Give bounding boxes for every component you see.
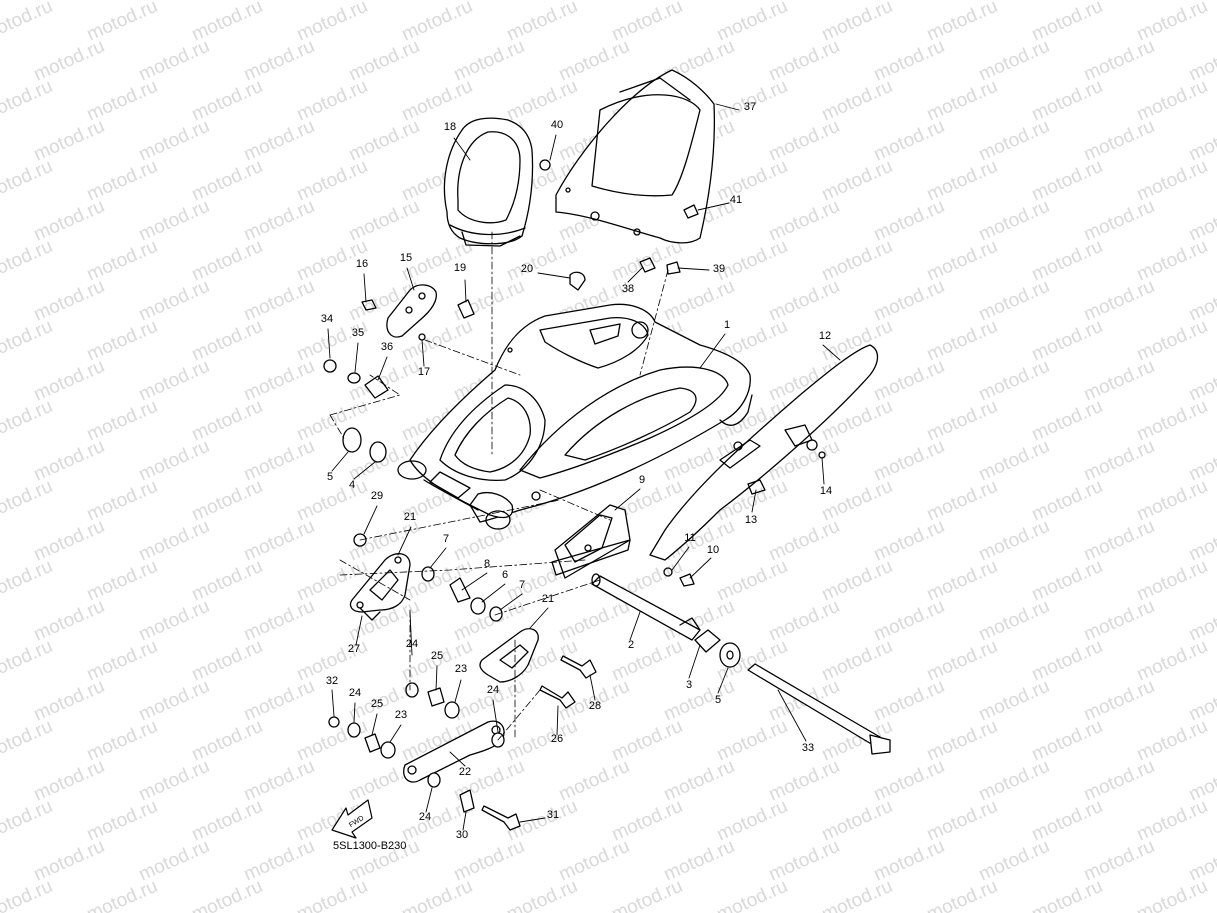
callout-24: 24 [487, 684, 499, 696]
callout-36: 36 [381, 341, 393, 353]
callout-5: 5 [327, 471, 333, 483]
callout-32: 32 [326, 675, 338, 687]
bolts [481, 655, 597, 831]
link-arm [403, 720, 505, 783]
callout-27: 27 [348, 643, 360, 655]
bushings [328, 682, 505, 813]
bracket-plate [386, 284, 438, 338]
callout-9: 9 [639, 474, 645, 486]
callout-11: 11 [684, 532, 695, 544]
callout-24: 24 [349, 687, 361, 699]
fwd-arrow-icon [331, 799, 373, 839]
callout-7: 7 [519, 579, 525, 591]
callout-40: 40 [551, 119, 563, 131]
callout-7: 7 [443, 533, 449, 545]
callout-8: 8 [484, 558, 490, 570]
callout-31: 31 [547, 809, 559, 821]
callout-16: 16 [356, 258, 368, 270]
callout-10: 10 [707, 544, 719, 556]
leader-lines [327, 103, 841, 831]
callout-28: 28 [589, 700, 601, 712]
chain-slider [551, 504, 631, 579]
callout-1: 1 [724, 319, 730, 331]
callout-19: 19 [454, 262, 466, 274]
callout-39: 39 [713, 263, 725, 275]
relay-plates [349, 553, 539, 683]
callout-38: 38 [622, 283, 634, 295]
callout-15: 15 [400, 252, 412, 264]
bearing-and-seal [694, 629, 741, 668]
callout-26: 26 [551, 733, 563, 745]
callout-4: 4 [349, 479, 355, 491]
callout-29: 29 [371, 490, 383, 502]
callout-2: 2 [628, 639, 634, 651]
callout-30: 30 [456, 829, 468, 841]
callout-12: 12 [819, 330, 831, 342]
callout-24: 24 [406, 638, 418, 650]
pivot-shaft [591, 573, 701, 641]
callout-33: 33 [802, 742, 814, 754]
callout-23: 23 [395, 709, 407, 721]
callout-41: 41 [730, 194, 742, 206]
callout-13: 13 [745, 514, 757, 526]
callout-20: 20 [521, 263, 533, 275]
callout-23: 23 [455, 663, 467, 675]
pivot-bolt [747, 663, 891, 755]
callout-34: 34 [321, 313, 333, 325]
rear-fender [555, 69, 716, 244]
diagram-code: 5SL1300-B230 [333, 840, 407, 852]
callout-35: 35 [352, 327, 364, 339]
callout-3: 3 [686, 679, 692, 691]
callout-14: 14 [820, 485, 832, 497]
callout-17: 17 [418, 366, 430, 378]
inner-cover [443, 117, 534, 247]
callout-6: 6 [502, 569, 508, 581]
callout-25: 25 [371, 698, 383, 710]
callout-18: 18 [444, 121, 456, 133]
callout-21: 21 [404, 511, 416, 523]
callout-5: 5 [715, 694, 721, 706]
callout-22: 22 [459, 766, 471, 778]
callout-24: 24 [419, 811, 431, 823]
swingarm [397, 303, 753, 530]
callout-37: 37 [744, 101, 756, 113]
callout-21: 21 [542, 593, 554, 605]
chain-case [649, 344, 879, 561]
assembly-dash-lines [329, 231, 669, 741]
callout-25: 25 [431, 650, 443, 662]
